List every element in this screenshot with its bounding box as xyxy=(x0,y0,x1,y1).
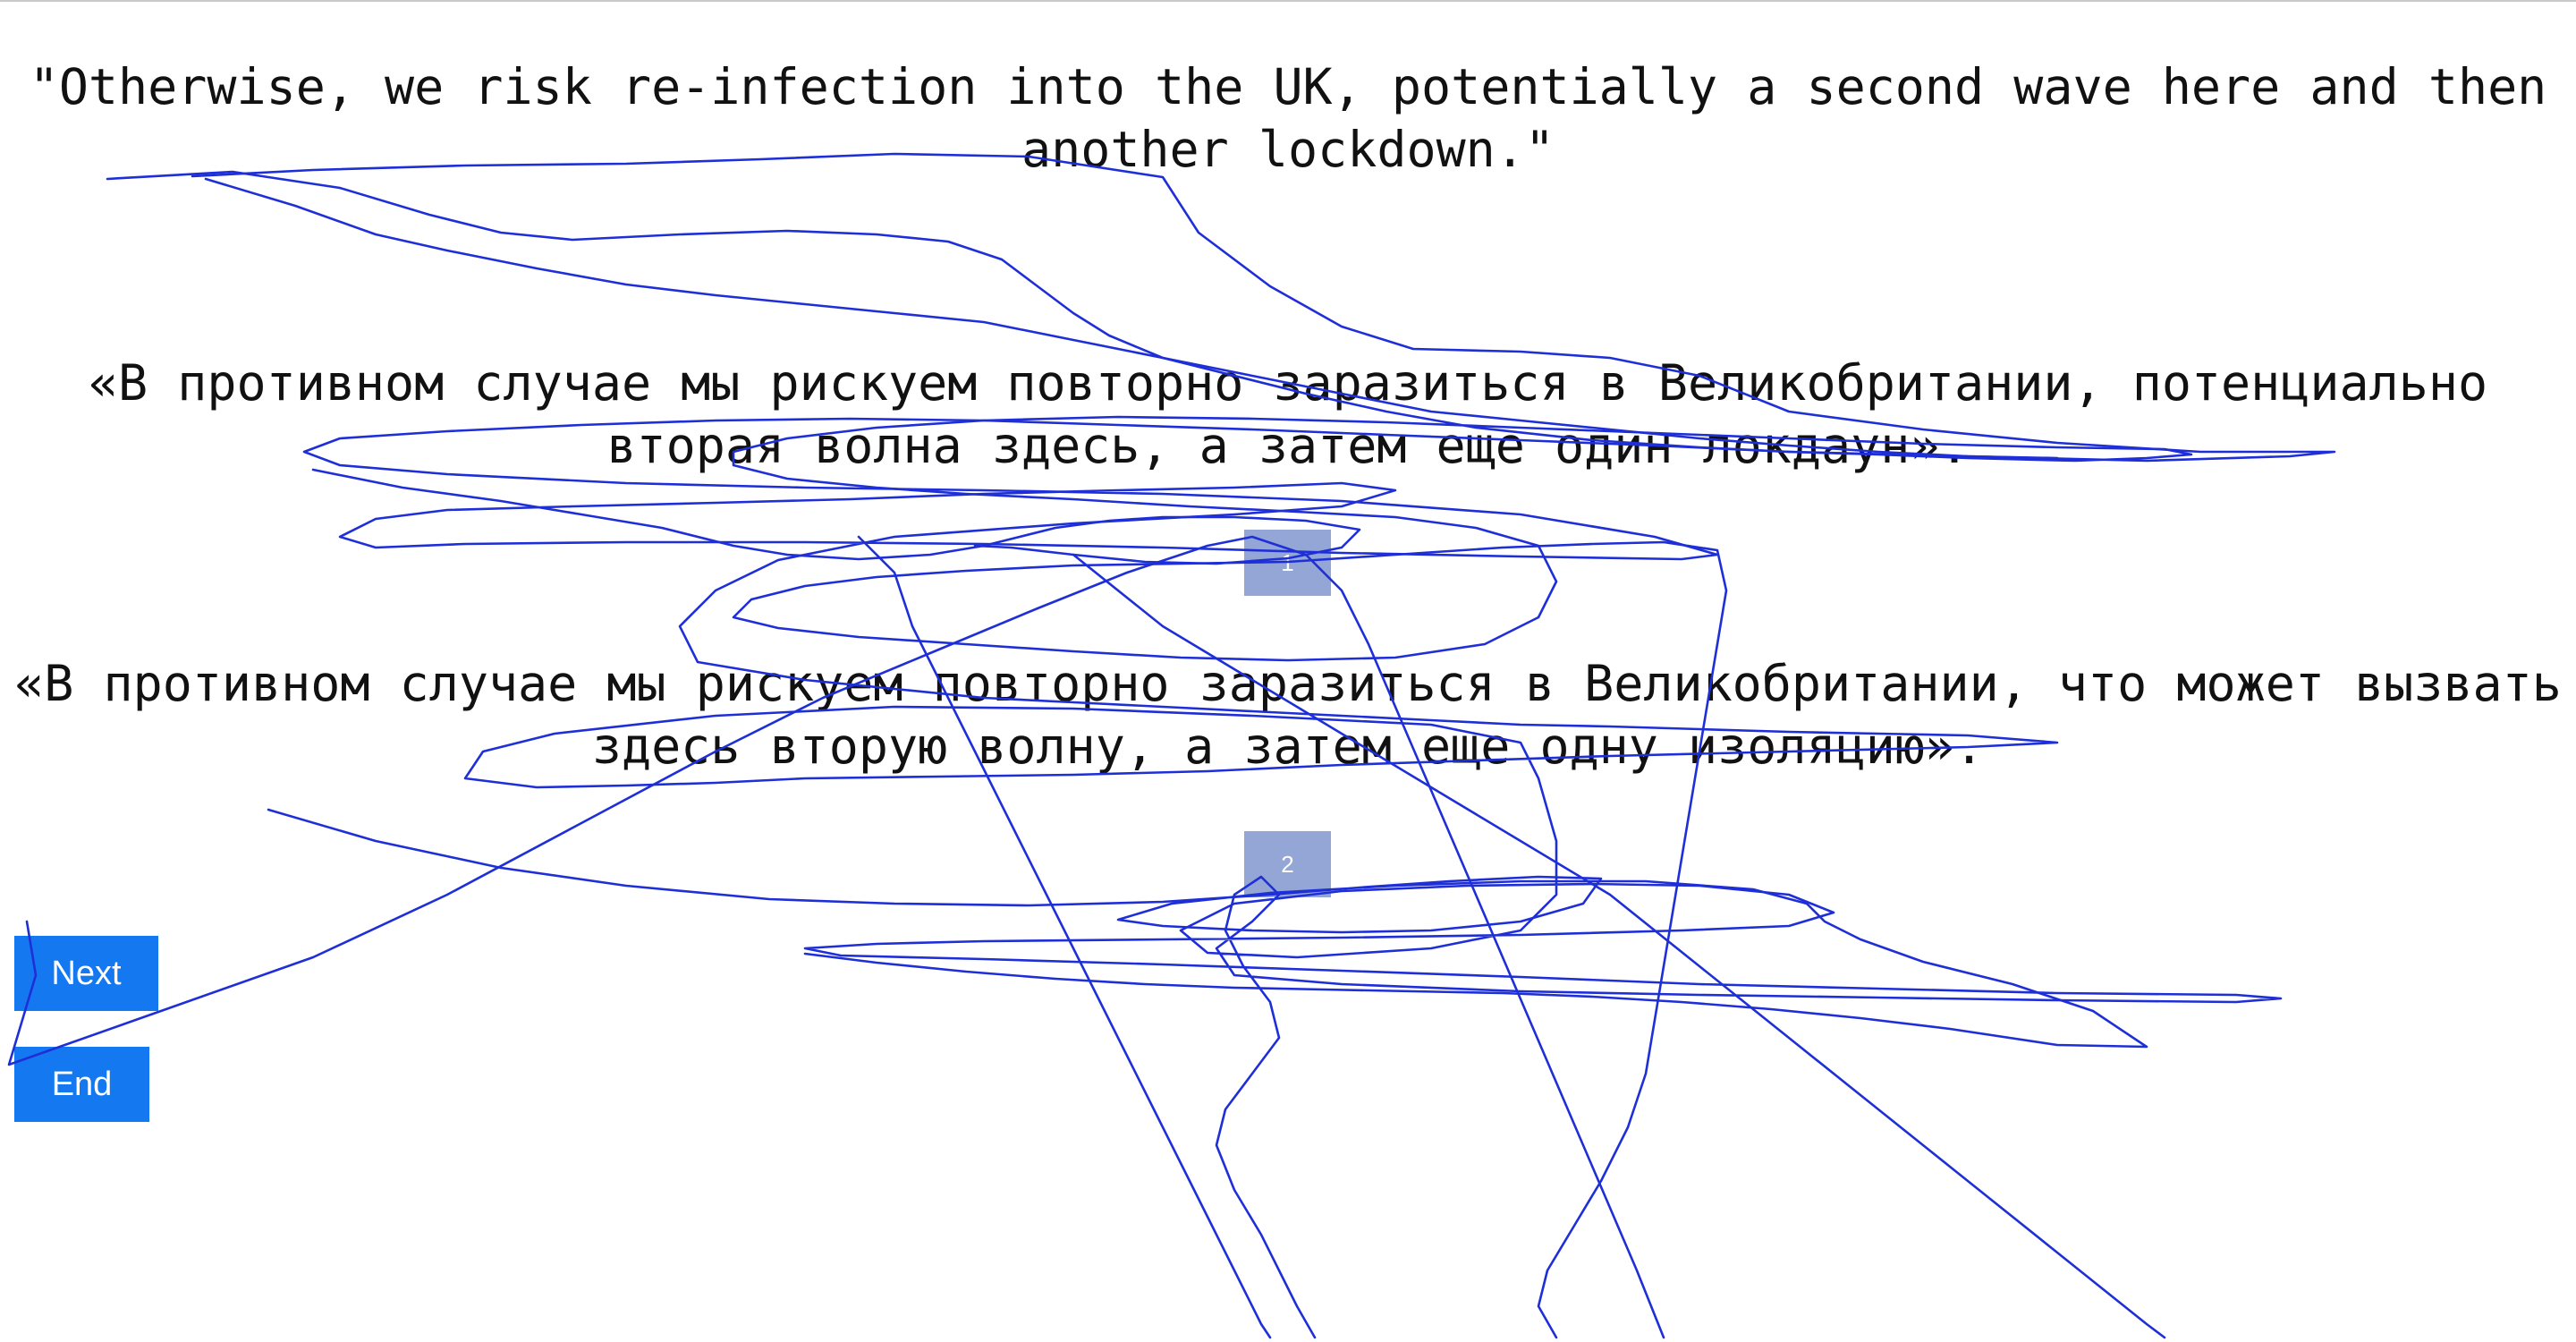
rank-badge-1[interactable]: 1 xyxy=(1244,530,1331,596)
translation-candidate-1: «В противном случае мы рискуем повторно … xyxy=(88,354,2488,474)
end-button[interactable]: End xyxy=(14,1047,149,1122)
next-button[interactable]: Next xyxy=(14,936,158,1011)
translation-candidate-2: «В противном случае мы рискуем повторно … xyxy=(14,655,2562,775)
top-border xyxy=(0,0,2576,2)
mouse-trail-path xyxy=(311,468,1361,565)
rank-badge-2[interactable]: 2 xyxy=(1244,831,1331,897)
source-sentence: "Otherwise, we risk re-infection into th… xyxy=(29,58,2547,178)
mouse-trail-path xyxy=(267,808,2148,1049)
